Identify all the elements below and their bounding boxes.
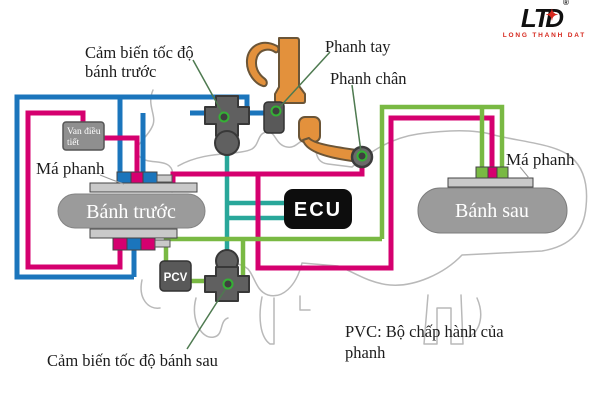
- ecu-label: ECU: [294, 199, 342, 221]
- callout-dots: [218, 105, 368, 290]
- hand-brake-leader: [276, 51, 331, 111]
- rear-sensor-label: Cảm biến tốc độ bánh sau: [47, 351, 218, 370]
- brake-pad-right-leader: [519, 166, 530, 179]
- lower-left-outline: [140, 279, 229, 338]
- front-caliper-bottom-blue: [126, 237, 142, 251]
- regulator-valve-rect: [62, 121, 105, 151]
- front-wheel: [57, 193, 206, 229]
- green-rear-loop-wire: [379, 104, 505, 239]
- front-brake-assembly: [89, 171, 198, 251]
- front-speed-sensor: [204, 95, 250, 156]
- pink-valve-loop-wire: [25, 110, 123, 270]
- foot-brake-label: Phanh chân: [330, 69, 407, 88]
- rear-sensor-dot: [222, 278, 234, 290]
- logo-part1: LT: [520, 3, 550, 33]
- brake-pad-right-label: Má phanh: [506, 150, 575, 169]
- caption-line1: PVC: Bộ chấp hành của: [345, 322, 504, 341]
- pink-footbrake-wire: [170, 167, 365, 185]
- pink-rear-loop-wire: [255, 115, 495, 271]
- gray-leader-lines: [99, 166, 530, 185]
- front-speed-sensor-head: [214, 130, 240, 156]
- logo-star-icon: ✦: [545, 7, 559, 24]
- pcv-label: PCV: [164, 272, 188, 284]
- front-caliper-top-tab: [156, 174, 173, 183]
- pink-wires: [25, 110, 495, 271]
- front-disc-bottom: [89, 228, 178, 239]
- front-caliper-bottom-tab: [154, 239, 171, 248]
- regulator-valve-label-line2: tiết: [67, 137, 79, 148]
- ecu-box: ECU: [284, 189, 352, 229]
- brake-pad-left-label: Má phanh: [36, 159, 105, 178]
- rear-disc: [447, 177, 534, 188]
- hand-brake-label: Phanh tay: [325, 37, 391, 56]
- front-caliper-bottom-pink-1: [112, 237, 128, 251]
- brake-pad-left-leader: [99, 174, 125, 185]
- rear-wheel: [417, 187, 568, 234]
- foot-pedal-arm: [302, 137, 357, 162]
- front-wheel-label: Bánh trước: [86, 201, 176, 223]
- registered-mark: ®: [563, 0, 569, 7]
- hand-brake-hook: [245, 41, 280, 88]
- front-caliper-bottom-pink-2: [140, 237, 156, 251]
- rear-wheel-label: Bánh sau: [455, 200, 529, 222]
- ltd-logo-text: LT✦D®: [503, 0, 586, 33]
- front-sensor-dot: [218, 111, 230, 123]
- pink-valve-caliper-wire: [103, 135, 140, 174]
- ltd-logo-subtitle: LONG THANH DAT: [502, 32, 586, 39]
- front-caliper-top-blue-2: [142, 171, 158, 185]
- front-sensor-label-line1: Cảm biến tốc độ: [85, 43, 194, 62]
- ltd-logo: LT✦D® LONG THANH DAT: [502, 0, 586, 40]
- hand-brake-lever: [245, 37, 306, 104]
- front-disc-top: [89, 182, 198, 193]
- pcv-box: PCV: [159, 260, 192, 292]
- rear-sensor-leader: [186, 284, 229, 350]
- front-sensor-label-line2: bánh trước: [85, 62, 156, 81]
- foot-brake-dot: [356, 150, 368, 162]
- caption-line2: phanh: [345, 343, 386, 362]
- body-outline: [177, 130, 588, 297]
- stand-outline: [259, 294, 482, 345]
- logo-part2: D: [545, 3, 564, 33]
- hand-brake-dot: [270, 105, 282, 117]
- ecu-rect: [284, 189, 352, 229]
- regulator-valve-label-line1: Van điều: [67, 126, 101, 137]
- pcv-rect: [159, 260, 192, 292]
- leader-lines: [186, 51, 362, 350]
- front-caliper-top-pink: [130, 171, 144, 185]
- rear-brake-assembly: [447, 166, 534, 188]
- regulator-valve-box: Van điều tiết: [62, 121, 105, 151]
- blue-frame-wire: [14, 94, 250, 280]
- hand-brake-bar: [274, 37, 306, 104]
- foot-brake-leader: [351, 84, 362, 153]
- front-sensor-leader: [192, 59, 225, 117]
- foot-brake-pedal: [298, 116, 357, 162]
